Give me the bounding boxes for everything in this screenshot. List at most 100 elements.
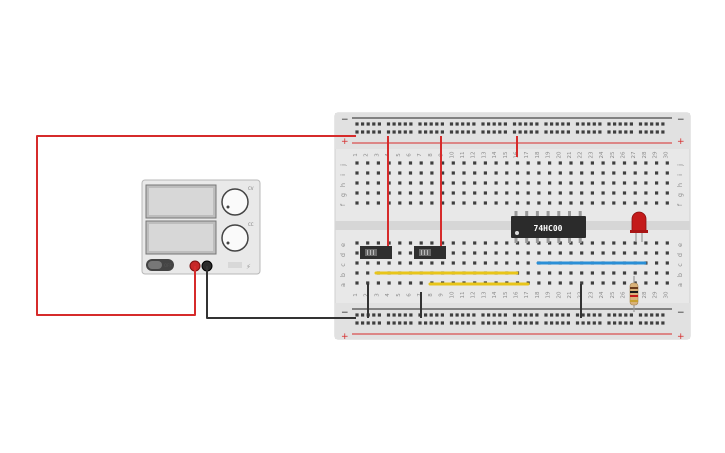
breadboard-hole[interactable]	[550, 130, 554, 134]
breadboard-hole[interactable]	[569, 251, 573, 255]
breadboard-hole[interactable]	[487, 130, 491, 134]
breadboard-hole[interactable]	[398, 130, 402, 134]
breadboard-hole[interactable]	[409, 130, 413, 134]
breadboard-hole[interactable]	[575, 313, 580, 317]
breadboard-hole[interactable]	[526, 251, 530, 255]
breadboard-hole[interactable]	[409, 321, 413, 325]
breadboard-hole[interactable]	[419, 191, 423, 195]
breadboard-hole[interactable]	[355, 181, 359, 185]
breadboard-hole[interactable]	[503, 122, 507, 126]
breadboard-hole[interactable]	[526, 161, 530, 165]
breadboard-hole[interactable]	[462, 201, 466, 205]
breadboard-hole[interactable]	[590, 171, 594, 175]
breadboard-hole[interactable]	[424, 321, 428, 325]
breadboard-hole[interactable]	[441, 181, 445, 185]
breadboard-hole[interactable]	[461, 321, 465, 325]
breadboard-hole[interactable]	[598, 321, 602, 325]
breadboard-hole[interactable]	[580, 181, 584, 185]
breadboard-hole[interactable]	[612, 181, 616, 185]
breadboard-hole[interactable]	[430, 191, 434, 195]
breadboard-hole[interactable]	[494, 241, 498, 245]
breadboard-hole[interactable]	[569, 161, 573, 165]
breadboard-hole[interactable]	[355, 191, 359, 195]
breadboard-hole[interactable]	[435, 321, 439, 325]
breadboard-hole[interactable]	[366, 171, 370, 175]
breadboard-hole[interactable]	[398, 181, 402, 185]
breadboard-hole[interactable]	[435, 313, 439, 317]
breadboard-hole[interactable]	[555, 122, 559, 126]
breadboard-hole[interactable]	[372, 130, 376, 134]
breadboard-hole[interactable]	[558, 161, 562, 165]
breadboard-hole[interactable]	[569, 201, 573, 205]
breadboard-hole[interactable]	[376, 191, 380, 195]
breadboard-hole[interactable]	[377, 321, 381, 325]
breadboard-hole[interactable]	[590, 161, 594, 165]
breadboard-hole[interactable]	[598, 122, 602, 126]
breadboard-hole[interactable]	[580, 201, 584, 205]
breadboard-hole[interactable]	[503, 313, 507, 317]
breadboard-hole[interactable]	[655, 171, 659, 175]
breadboard-hole[interactable]	[473, 171, 477, 175]
breadboard-hole[interactable]	[355, 161, 359, 165]
breadboard-hole[interactable]	[386, 122, 391, 126]
breadboard-hole[interactable]	[661, 321, 665, 325]
breadboard-hole[interactable]	[440, 130, 444, 134]
breadboard-hole[interactable]	[529, 130, 533, 134]
breadboard-hole[interactable]	[622, 191, 627, 195]
breadboard-hole[interactable]	[372, 122, 376, 126]
breadboard-hole[interactable]	[622, 161, 627, 165]
breadboard-hole[interactable]	[548, 181, 552, 185]
breadboard-hole[interactable]	[386, 313, 391, 317]
breadboard-hole[interactable]	[366, 241, 370, 245]
breadboard-hole[interactable]	[462, 261, 466, 265]
wire-red-supply-to-plus-rail[interactable]	[36, 135, 356, 316]
breadboard-hole[interactable]	[644, 130, 648, 134]
breadboard-hole[interactable]	[529, 122, 533, 126]
breadboard-hole[interactable]	[409, 313, 413, 317]
breadboard-hole[interactable]	[483, 241, 487, 245]
breadboard-hole[interactable]	[498, 122, 502, 126]
breadboard-hole[interactable]	[590, 181, 594, 185]
breadboard-hole[interactable]	[558, 201, 562, 205]
breadboard-hole[interactable]	[629, 130, 633, 134]
breadboard-hole[interactable]	[569, 181, 573, 185]
breadboard-hole[interactable]	[581, 313, 585, 317]
breadboard-hole[interactable]	[430, 261, 434, 265]
breadboard-hole[interactable]	[512, 130, 517, 134]
breadboard-hole[interactable]	[481, 321, 485, 325]
breadboard-hole[interactable]	[569, 281, 573, 285]
chip-74hc00[interactable]: 74HC00	[511, 211, 586, 243]
breadboard-hole[interactable]	[537, 201, 541, 205]
breadboard-hole[interactable]	[419, 161, 423, 165]
breadboard-hole[interactable]	[580, 281, 584, 285]
breadboard-hole[interactable]	[473, 251, 477, 255]
breadboard-hole[interactable]	[429, 321, 433, 325]
breadboard-hole[interactable]	[408, 191, 413, 195]
breadboard-hole[interactable]	[455, 313, 459, 317]
breadboard-hole[interactable]	[483, 261, 487, 265]
breadboard-hole[interactable]	[655, 161, 659, 165]
breadboard-hole[interactable]	[655, 241, 659, 245]
breadboard-hole[interactable]	[498, 130, 502, 134]
breadboard-hole[interactable]	[537, 281, 541, 285]
breadboard-hole[interactable]	[535, 130, 539, 134]
wire-black-supply-to-minus-rail[interactable]	[206, 266, 356, 319]
breadboard-hole[interactable]	[498, 321, 502, 325]
breadboard-hole[interactable]	[361, 122, 365, 126]
breadboard-hole[interactable]	[387, 241, 391, 245]
breadboard-hole[interactable]	[633, 181, 637, 185]
breadboard-hole[interactable]	[366, 271, 370, 275]
breadboard-hole[interactable]	[451, 241, 455, 245]
breadboard-hole[interactable]	[392, 313, 396, 317]
breadboard-hole[interactable]	[377, 122, 381, 126]
breadboard-hole[interactable]	[624, 122, 628, 126]
breadboard-hole[interactable]	[644, 171, 648, 175]
breadboard-hole[interactable]	[505, 241, 509, 245]
slide-switch-2[interactable]	[414, 246, 446, 259]
breadboard-hole[interactable]	[550, 321, 554, 325]
breadboard-hole[interactable]	[644, 122, 648, 126]
breadboard-hole[interactable]	[537, 171, 541, 175]
breadboard-hole[interactable]	[555, 313, 559, 317]
breadboard-hole[interactable]	[366, 181, 370, 185]
breadboard-hole[interactable]	[449, 130, 454, 134]
